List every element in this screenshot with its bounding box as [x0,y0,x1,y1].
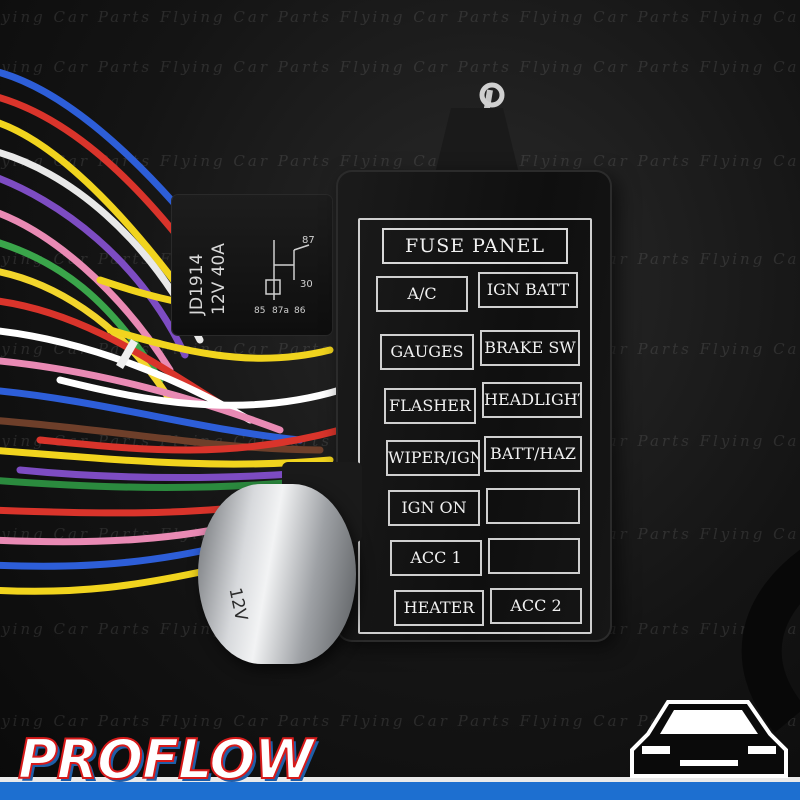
car-silhouette-icon [630,700,788,778]
fuse-slot-label: HEADLIGHT [482,382,582,418]
flasher-can [198,484,356,664]
fuse-slot-label: HEATER [394,590,484,626]
fuse-slot-label [486,488,580,524]
fuse-slot-label: A/C [376,276,468,312]
fuse-slot-label: IGN BATT [478,272,578,308]
relay-pin-label: 86 [294,306,306,316]
fuse-slot-label: FLASHER [384,388,476,424]
fuse-slot-label: IGN ON [388,490,480,526]
brand-stripe-blue [0,782,800,800]
fuse-panel-title: FUSE PANEL [382,228,568,264]
fuse-slot-label: BATT/HAZ [484,436,582,472]
fuse-panel: FUSE PANEL A/C IGN BATT GAUGES BRAKE SW … [336,170,612,642]
relay-label: JD1914 12V 40A [186,243,230,315]
relay-rating: 12V 40A [209,243,229,315]
relay-pin-label: 87 [302,235,315,246]
watermark-row: Flying Car Parts Flying Car Parts Flying… [0,712,800,730]
fuse-panel-face: FUSE PANEL A/C IGN BATT GAUGES BRAKE SW … [358,218,592,634]
fuse-slot-label [488,538,580,574]
brand-logo: PROFLOW [17,728,315,791]
watermark-row: Flying Car Parts Flying Car Parts Flying… [0,8,800,26]
relay-pin-label: 87a [272,306,289,316]
relay-model: JD1914 [187,253,207,315]
relay-pin-label: 30 [300,279,313,290]
relay-pin-label: 85 [254,306,265,316]
fuse-slot-label: GAUGES [380,334,474,370]
relay: JD1914 12V 40A 87 30 85 87a 86 [172,195,332,335]
relay-diagram-icon: 87 30 85 87a 86 [254,235,315,316]
fuse-slot-label: ACC 1 [390,540,482,576]
fuse-slot-label: ACC 2 [490,588,582,624]
brand-stripe-white [0,777,800,782]
fuse-slot-label: BRAKE SW [480,330,580,366]
watermark-row: Flying Car Parts Flying Car Parts Flying… [0,152,800,170]
watermark-row: Flying Car Parts Flying Car Parts Flying… [0,58,800,76]
fuse-slot-label: WIPER/IGN [386,440,480,476]
